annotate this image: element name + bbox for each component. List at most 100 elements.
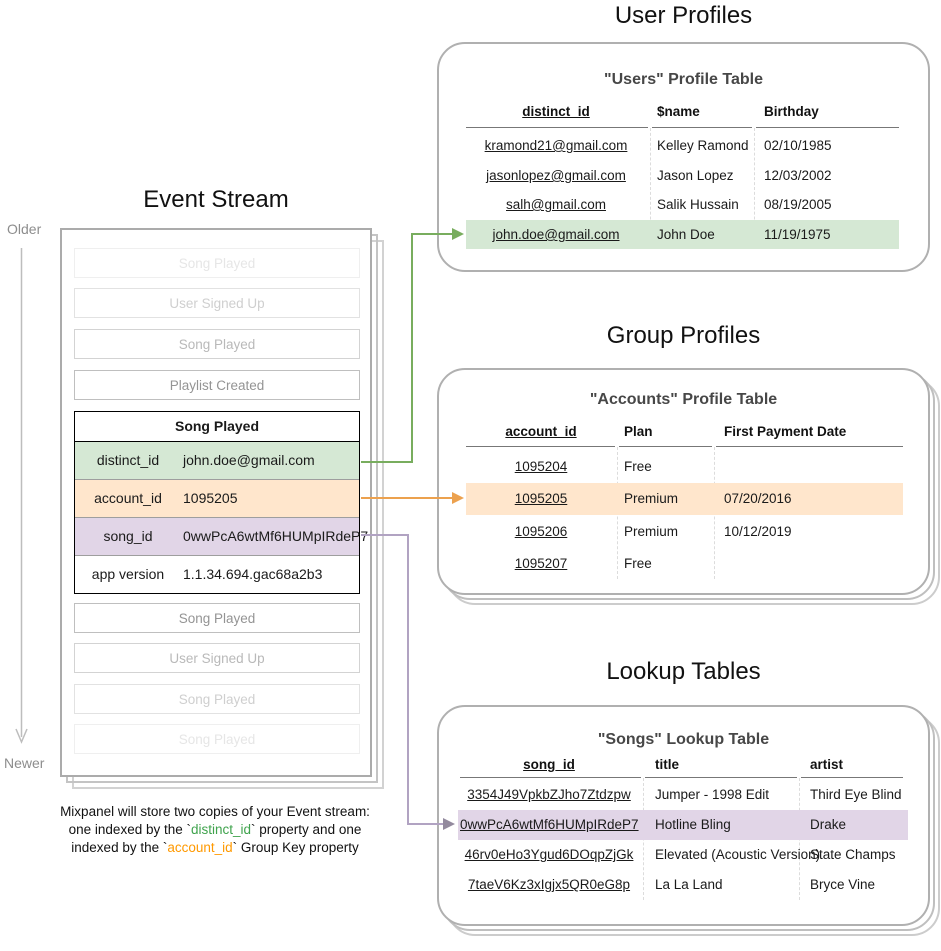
event-box: Song Played <box>74 684 360 714</box>
table-row-highlighted: john.doe@gmail.com John Doe 11/19/1975 <box>466 220 899 249</box>
cell-distinct-id: jasonlopez@gmail.com <box>486 168 626 183</box>
group-profiles-title: Group Profiles <box>606 322 761 349</box>
property-value: 1095205 <box>183 490 238 506</box>
cell-distinct-id: kramond21@gmail.com <box>484 138 628 153</box>
table-row: 1095206 Premium 10/12/2019 <box>466 516 903 547</box>
header-rule <box>466 127 648 128</box>
property-row-distinct-id: distinct_id john.doe@gmail.com <box>75 442 359 479</box>
event-box: Playlist Created <box>74 370 360 400</box>
column-header-name: $name <box>657 104 700 119</box>
caption-distinct-id: distinct_id <box>190 822 252 837</box>
property-key: account_id <box>94 490 162 506</box>
property-row-account-id: account_id 1095205 <box>75 479 359 517</box>
cell-artist: State Champs <box>810 847 896 862</box>
header-rule <box>645 777 797 778</box>
caption-line-3: indexed by the `account_id` Group Key pr… <box>71 840 359 855</box>
user-profiles-title: User Profiles <box>614 2 753 29</box>
property-row-song-id: song_id 0wwPcA6wtMf6HUMpIRdeP7 <box>75 517 368 555</box>
table-row: 1095207 Free <box>466 548 903 579</box>
focal-event-card: Song Played distinct_id john.doe@gmail.c… <box>74 411 368 594</box>
header-rule <box>619 446 712 447</box>
table-row: salh@gmail.com Salik Hussain 08/19/2005 <box>466 190 899 219</box>
focal-event-name: Song Played <box>75 412 359 442</box>
event-box: Song Played <box>74 329 360 359</box>
cell-account-id: 1095206 <box>514 524 568 539</box>
column-header-plan: Plan <box>624 424 653 439</box>
cell-plan: Free <box>624 556 652 571</box>
property-key: app version <box>91 566 165 582</box>
cell-account-id: 1095207 <box>514 556 568 571</box>
header-rule <box>652 127 752 128</box>
column-separator <box>650 128 651 249</box>
property-key: song_id <box>103 528 153 544</box>
newer-label: Newer <box>4 755 45 771</box>
table-row: jasonlopez@gmail.com Jason Lopez 12/03/2… <box>466 161 899 190</box>
group-profiles-card <box>437 368 930 595</box>
table-row-highlighted: 0wwPcA6wtMf6HUMpIRdeP7 Hotline Bling Dra… <box>458 810 908 840</box>
event-box: Song Played <box>74 603 360 633</box>
cell-birthday: 08/19/2005 <box>764 197 832 212</box>
property-value: 1.1.34.694.gac68a2b3 <box>183 566 323 582</box>
caption: Mixpanel will store two copies of your E… <box>20 803 410 857</box>
property-row-app-version: app version 1.1.34.694.gac68a2b3 <box>75 555 359 593</box>
accounts-table-title: "Accounts" Profile Table <box>589 391 778 408</box>
timeline-arrow <box>15 248 28 744</box>
cell-title: Hotline Bling <box>655 817 731 832</box>
header-rule <box>756 127 899 128</box>
column-header-artist: artist <box>810 757 844 772</box>
cell-song-id: 0wwPcA6wtMf6HUMpIRdeP7 <box>460 817 639 832</box>
table-row: 7taeV6Kz3xIgjx5QR0eG8p La La Land Bryce … <box>458 870 908 900</box>
cell-account-id: 1095205 <box>514 491 568 506</box>
users-table-title: "Users" Profile Table <box>604 71 763 88</box>
cell-artist: Bryce Vine <box>810 877 876 892</box>
event-box: Song Played <box>74 724 360 754</box>
header-rule <box>801 777 903 778</box>
cell-name: Salik Hussain <box>657 197 739 212</box>
header-rule <box>716 446 903 447</box>
cell-plan: Premium <box>624 524 679 539</box>
table-row: 1095204 Free <box>466 451 903 482</box>
cell-name: Kelley Ramond <box>657 138 749 153</box>
cell-title: La La Land <box>655 877 723 892</box>
cell-artist: Third Eye Blind <box>810 787 902 802</box>
column-separator <box>754 128 755 249</box>
table-row: 46rv0eHo3Ygud6DOqpZjGk Elevated (Acousti… <box>458 840 908 870</box>
cell-artist: Drake <box>810 817 847 832</box>
cell-plan: Premium <box>624 491 679 506</box>
cell-song-id: 46rv0eHo3Ygud6DOqpZjGk <box>464 847 634 862</box>
cell-song-id: 3354J49VpkbZJho7Ztdzpw <box>467 787 631 802</box>
cell-distinct-id: salh@gmail.com <box>506 197 606 212</box>
cell-account-id: 1095204 <box>514 459 568 474</box>
cell-distinct-id: john.doe@gmail.com <box>492 227 620 242</box>
column-header-song-id: song_id <box>523 757 575 772</box>
cell-first-payment-date: 10/12/2019 <box>724 524 792 539</box>
table-row: kramond21@gmail.com Kelley Ramond 02/10/… <box>466 131 899 160</box>
column-header-distinct-id: distinct_id <box>522 104 590 119</box>
cell-title: Elevated (Acoustic Version) <box>655 847 821 862</box>
event-box: User Signed Up <box>74 643 360 673</box>
cell-birthday: 12/03/2002 <box>764 168 832 183</box>
older-label: Older <box>7 221 42 237</box>
column-header-first-payment-date: First Payment Date <box>724 424 847 439</box>
property-key: distinct_id <box>96 452 160 468</box>
cell-birthday: 11/19/1975 <box>764 227 831 242</box>
table-row-highlighted: 1095205 Premium 07/20/2016 <box>466 483 903 515</box>
caption-line-1: Mixpanel will store two copies of your E… <box>60 804 370 819</box>
songs-table-title: "Songs" Lookup Table <box>597 731 770 748</box>
event-stream-title: Event Stream <box>143 186 289 213</box>
property-value: john.doe@gmail.com <box>183 452 315 468</box>
cell-name: John Doe <box>657 227 715 242</box>
event-box: User Signed Up <box>74 288 360 318</box>
cell-title: Jumper - 1998 Edit <box>655 787 770 802</box>
caption-account-id: account_id <box>167 840 233 855</box>
property-value: 0wwPcA6wtMf6HUMpIRdeP7 <box>183 528 369 544</box>
column-header-birthday: Birthday <box>764 104 819 119</box>
cell-birthday: 02/10/1985 <box>764 138 832 153</box>
lookup-tables-title: Lookup Tables <box>606 658 761 685</box>
header-rule <box>460 777 641 778</box>
table-row: 3354J49VpkbZJho7Ztdzpw Jumper - 1998 Edi… <box>458 780 908 810</box>
cell-song-id: 7taeV6Kz3xIgjx5QR0eG8p <box>467 877 631 892</box>
cell-first-payment-date: 07/20/2016 <box>724 491 792 506</box>
column-header-account-id: account_id <box>505 424 577 439</box>
